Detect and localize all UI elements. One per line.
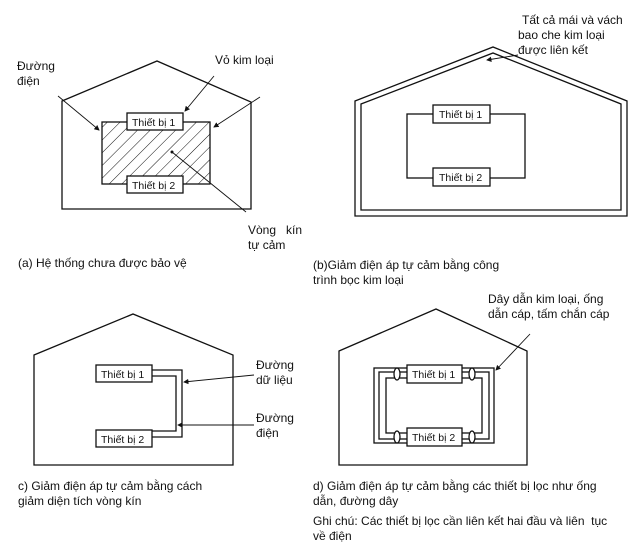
device-1-box	[406, 364, 463, 384]
conductor-label-2: dẫn cáp, tấm chắn cáp	[488, 306, 610, 321]
loop-label-2: tự cảm	[248, 238, 285, 252]
power-line-arrow	[57, 95, 100, 131]
loop-leader	[171, 151, 247, 213]
power-line-label-2: điện	[17, 74, 40, 88]
caption-d-2: dẫn, đường dây	[313, 493, 398, 508]
device-2-box	[126, 175, 184, 194]
loop-dot	[170, 150, 174, 154]
roof-label-3: được liên kết	[518, 43, 589, 57]
filter-icon	[393, 367, 401, 381]
device-2-label: Thiết bị 2	[101, 434, 144, 446]
building-outline	[61, 60, 252, 210]
device-2-label: Thiết bị 2	[439, 172, 482, 184]
data-line	[152, 369, 183, 438]
note-2: về điện	[313, 529, 352, 543]
device-1-box	[126, 112, 184, 131]
device-1-box	[95, 364, 153, 383]
data-line-leader	[183, 374, 255, 385]
caption-b-2: trình bọc kim loại	[313, 273, 404, 287]
device-2-box	[95, 429, 153, 448]
panel-b: Thiết bị 1 Thiết bị 2 Tất cả mái và vách…	[313, 13, 628, 287]
roof-label-2: bao che kim loại	[518, 28, 605, 42]
device-1-label: Thiết bị 1	[132, 117, 175, 129]
metal-enclosure-label: Vỏ kim loại	[215, 53, 274, 67]
filter-devices	[393, 367, 476, 444]
building-inner	[360, 52, 622, 211]
building-outline	[338, 308, 528, 466]
building-outline	[33, 313, 234, 466]
data-line-label-2: dữ liệu	[256, 373, 293, 387]
hatched-loop-area	[101, 121, 211, 185]
caption-c-1: c) Giảm điện áp tự cảm bằng cách	[18, 478, 202, 493]
building-outer	[354, 46, 628, 217]
device-1-box	[432, 104, 491, 124]
device-1-label: Thiết bị 1	[439, 109, 482, 121]
power-line-label-2: điện	[256, 426, 279, 440]
filter-icon	[393, 430, 401, 444]
conductor-leader	[495, 333, 531, 371]
device-2-label: Thiết bị 2	[132, 180, 175, 192]
filter-icon	[468, 430, 476, 444]
conductor-label-1: Dây dẫn kim loại, ống	[488, 291, 603, 306]
note-1: Ghi chú: Các thiết bị lọc cần liên kết h…	[313, 514, 607, 528]
power-line-arrow-right	[213, 96, 261, 128]
power-line-label-1: Đường	[256, 411, 294, 425]
loop-label-1: Vòng kín	[248, 223, 302, 237]
data-line-label-1: Đường	[256, 358, 294, 372]
roof-label-1: Tất cả mái và vách	[522, 13, 623, 27]
device-1-label: Thiết bị 1	[101, 369, 144, 381]
panel-a: Thiết bị 1 Thiết bị 2 Đường điện Vỏ kim …	[17, 53, 302, 270]
power-line-label-1: Đường	[17, 59, 55, 73]
caption-c-2: giảm diện tích vòng kín	[18, 494, 141, 508]
roof-leader	[486, 54, 519, 62]
caption-b-1: (b)Giảm điện áp tự cảm bằng công	[313, 257, 499, 272]
shield-inner	[385, 377, 483, 434]
caption-d-1: d) Giảm điện áp tự cảm bằng các thiết bị…	[313, 478, 597, 493]
power-line	[152, 375, 177, 432]
device-2-box	[406, 427, 463, 447]
panel-c: Thiết bị 1 Thiết bị 2 Đường dữ liệu Đườn…	[18, 313, 294, 508]
device-2-box	[432, 167, 491, 187]
caption-a: (a) Hệ thống chưa được bảo vệ	[18, 256, 187, 270]
enclosure-leader	[184, 75, 215, 112]
panel-d: Thiết bị 1 Thiết bị 2 Dây dẫn kim loại, …	[313, 291, 610, 543]
device-1-label: Thiết bị 1	[412, 369, 455, 381]
device-2-label: Thiết bị 2	[412, 432, 455, 444]
filter-icon	[468, 367, 476, 381]
